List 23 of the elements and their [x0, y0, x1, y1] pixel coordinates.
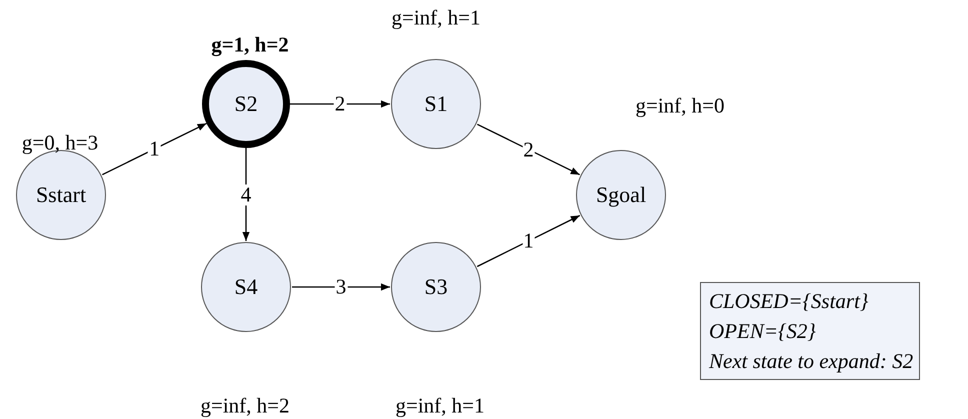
state-name: Sgoal — [596, 182, 646, 208]
cost-label: g=0, h=3 — [22, 130, 98, 156]
cost-label: g=1, h=2 — [211, 32, 289, 58]
arrow — [292, 283, 390, 291]
state-name: Sstart — [36, 182, 86, 208]
arrow — [242, 148, 250, 241]
arrow — [102, 122, 207, 176]
cost-label: g=inf, h=1 — [392, 6, 480, 30]
state-name: S4 — [234, 274, 258, 300]
arrow — [290, 100, 390, 108]
status-text: Next state to expand: S2 — [709, 348, 914, 375]
cost-label: g=inf, h=1 — [396, 394, 484, 418]
state-name: S1 — [424, 91, 448, 117]
cost-label: g=inf, h=0 — [636, 94, 724, 118]
state-name: S2 — [234, 91, 258, 117]
edge-label: 4 — [240, 184, 252, 205]
arrow — [476, 124, 580, 176]
arrow — [476, 214, 580, 268]
status-panel — [700, 282, 920, 380]
status-text: CLOSED={Sstart} — [709, 288, 868, 315]
state-name: S3 — [424, 274, 448, 300]
status-text: OPEN={S2} — [709, 318, 816, 345]
cost-label: g=inf, h=2 — [200, 394, 290, 418]
